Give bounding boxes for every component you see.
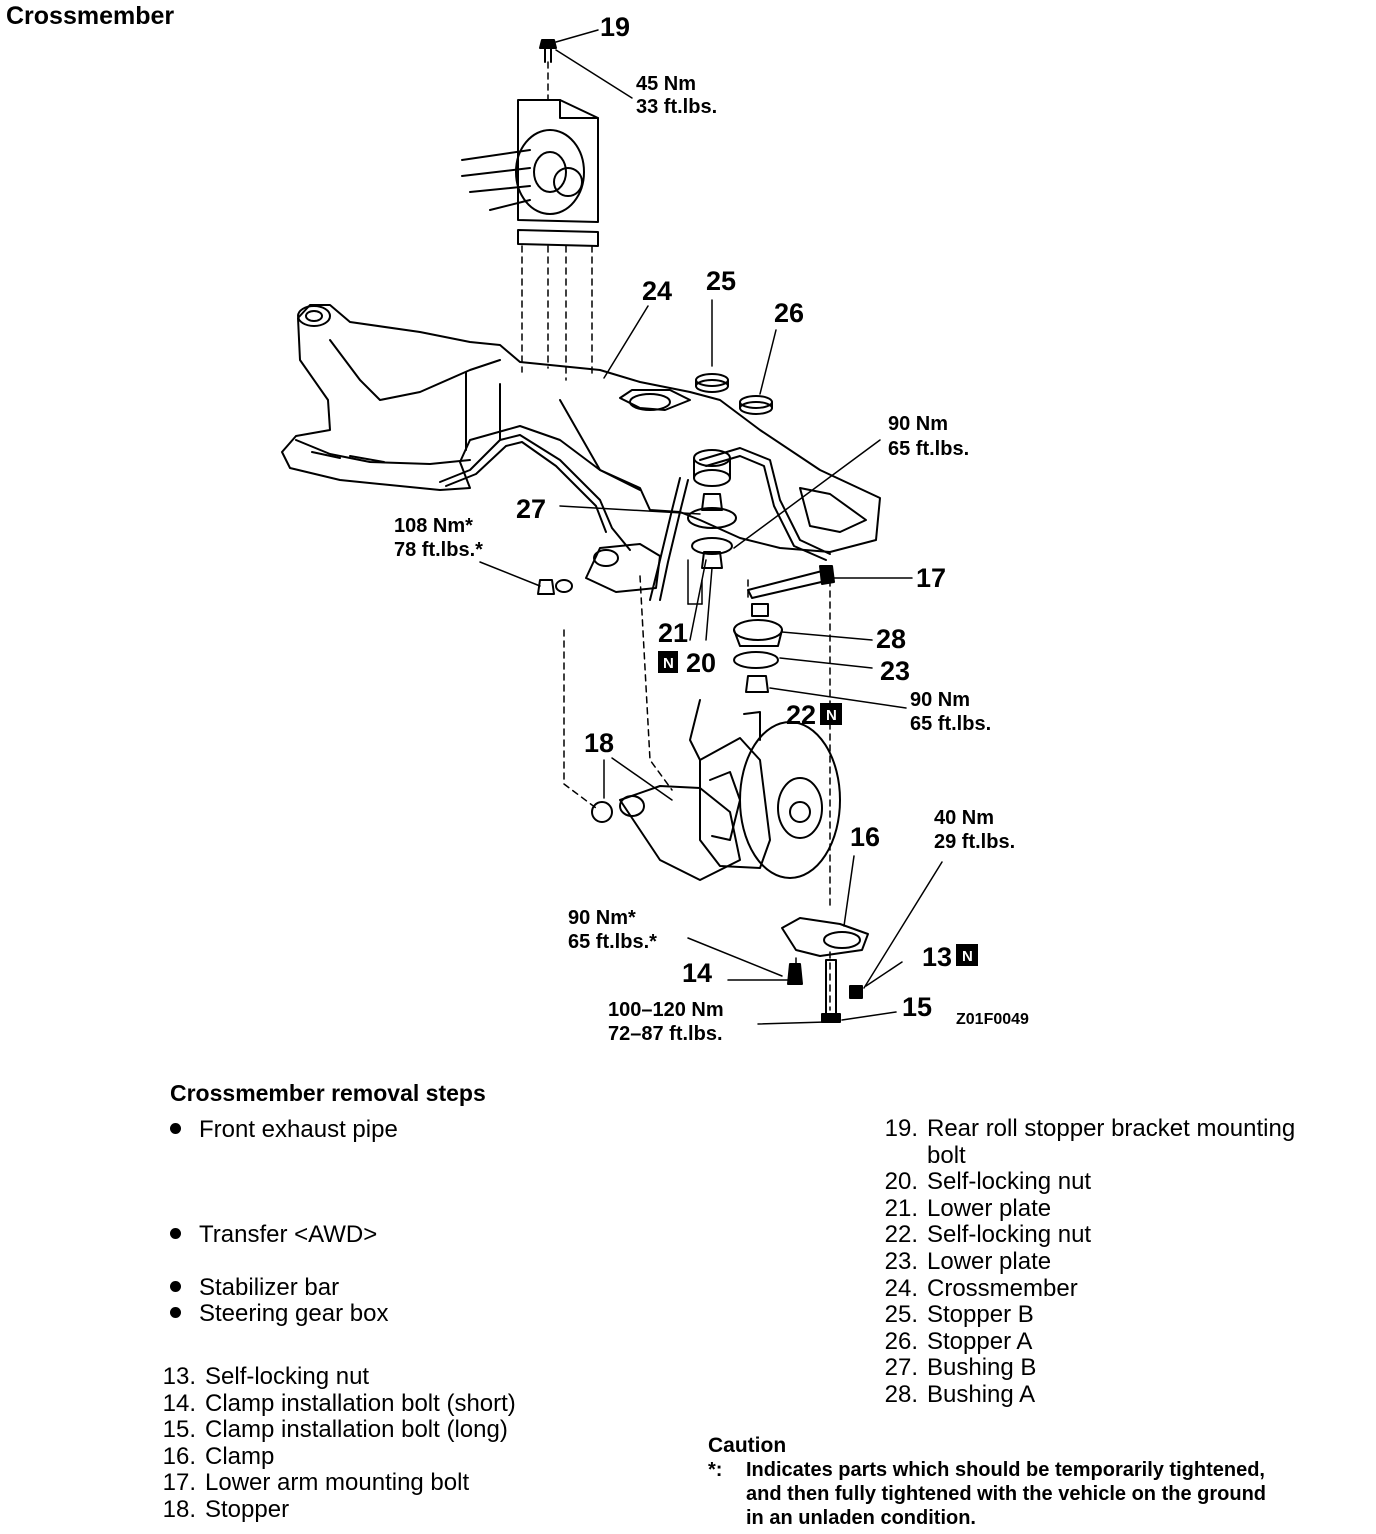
bullet-dot-icon (170, 1281, 181, 1293)
list-item: 25.Stopper B (884, 1301, 1034, 1329)
figure-code: Z01F0049 (956, 1011, 1029, 1028)
steps-list-left: 13.Self-locking nut 14.Clamp installatio… (150, 1363, 516, 1524)
list-item: 15.Clamp installation bolt (long) (162, 1416, 508, 1444)
callout-19: 19 (600, 12, 630, 42)
torque-22-ftlbs: 65 ft.lbs. (910, 713, 991, 735)
list-item: 27.Bushing B (884, 1354, 1037, 1382)
list-item: 14.Clamp installation bolt (short) (162, 1389, 516, 1417)
list-item: 16.Clamp (162, 1442, 275, 1470)
bolt-19-glyph (539, 39, 557, 63)
torque-20-ftlbs: 65 ft.lbs. (888, 438, 969, 460)
bullet-dot-icon (170, 1307, 181, 1319)
svg-text:N: N (962, 948, 973, 965)
brake-lines (439, 434, 831, 601)
callout-23: 23 (880, 656, 910, 686)
stopper-b-glyph (695, 373, 729, 393)
callout-21: 21 (658, 618, 688, 648)
crossmember-body (281, 304, 881, 553)
list-item: 20.Self-locking nut (884, 1168, 1092, 1196)
torque-15-nm: 100–120 Nm (608, 999, 724, 1021)
torque-20-nm: 90 Nm (888, 413, 948, 435)
list-item: 17.Lower arm mounting bolt (162, 1469, 470, 1497)
bullet-dot-icon (170, 1123, 181, 1135)
list-item: 23.Lower plate (884, 1247, 1052, 1275)
new-part-mark-20: N (658, 651, 678, 673)
list-item: 28.Bushing A (884, 1380, 1036, 1408)
callout-14: 14 (682, 958, 712, 988)
stopper-a-glyph (739, 395, 773, 415)
list-item: 21.Lower plate (884, 1194, 1052, 1222)
new-part-mark-13: N (956, 944, 978, 966)
torque-27-ftlbs: 78 ft.lbs.* (394, 539, 483, 561)
removal-steps-heading: Crossmember removal steps (170, 1080, 486, 1106)
bullet-item: Stabilizer bar (170, 1274, 339, 1302)
svg-text:N: N (826, 707, 837, 724)
torque-14-nm: 90 Nm* (568, 907, 636, 929)
torque-22-nm: 90 Nm (910, 689, 970, 711)
list-item: 24.Crossmember (884, 1274, 1078, 1302)
crossmember-exploded-diagram: 19 24 25 26 27 17 21 20 28 23 22 18 16 1… (281, 12, 1029, 1045)
torque-19-ftlbs: 33 ft.lbs. (636, 96, 717, 118)
torque-13-ftlbs: 29 ft.lbs. (934, 831, 1015, 853)
list-item: 26.Stopper A (884, 1327, 1033, 1355)
torque-19-nm: 45 Nm (636, 73, 696, 95)
bullet-item: Steering gear box (170, 1300, 388, 1328)
caution-mark: *: (708, 1459, 723, 1481)
callout-16: 16 (850, 822, 880, 852)
svg-text:N: N (663, 655, 674, 672)
list-item: 22.Self-locking nut (884, 1221, 1092, 1249)
callout-26: 26 (774, 298, 804, 328)
torque-27-nm: 108 Nm* (394, 515, 473, 537)
left-mount-bracket (537, 543, 661, 595)
callout-24: 24 (642, 276, 672, 306)
bullet-dot-icon (170, 1228, 181, 1240)
bullet-item: Front exhaust pipe (170, 1116, 398, 1144)
list-item: 13.Self-locking nut (162, 1363, 370, 1390)
new-part-mark-22: N (820, 703, 842, 725)
callout-17: 17 (916, 563, 946, 593)
bullet-item: Transfer <AWD> (170, 1221, 377, 1249)
torque-14-ftlbs: 65 ft.lbs.* (568, 931, 657, 953)
callout-13: 13 (922, 942, 952, 972)
list-item: 19.Rear roll stopper bracket mounting (884, 1115, 1296, 1142)
callout-25: 25 (706, 266, 736, 296)
caution-heading: Caution (708, 1434, 787, 1457)
callout-18: 18 (584, 728, 614, 758)
clamp-glyph (781, 917, 869, 1023)
callout-27: 27 (516, 494, 546, 524)
steps-list-right: 19.Rear roll stopper bracket mounting bo… (872, 1115, 1296, 1409)
rear-roll-stopper-bracket (461, 99, 599, 247)
knuckle-hub-assembly (591, 699, 841, 881)
caution-line: Indicates parts which should be temporar… (746, 1459, 1265, 1481)
callout-15: 15 (902, 992, 932, 1022)
torque-13-nm: 40 Nm (934, 807, 994, 829)
list-item: bolt (927, 1141, 966, 1169)
caution-line: and then fully tightened with the vehicl… (746, 1483, 1266, 1505)
caution-line: in an unladen condition. (746, 1507, 976, 1529)
page-title: Crossmember (6, 2, 175, 30)
bushing-b-stack (687, 449, 737, 569)
callout-22: 22 (786, 700, 816, 730)
leader-lines (479, 29, 943, 1025)
torque-15-ftlbs: 72–87 ft.lbs. (608, 1023, 723, 1045)
callout-28: 28 (876, 624, 906, 654)
bushing-a-stack (733, 565, 835, 693)
callout-20: 20 (686, 648, 716, 678)
list-item: 18.Stopper (162, 1495, 290, 1523)
